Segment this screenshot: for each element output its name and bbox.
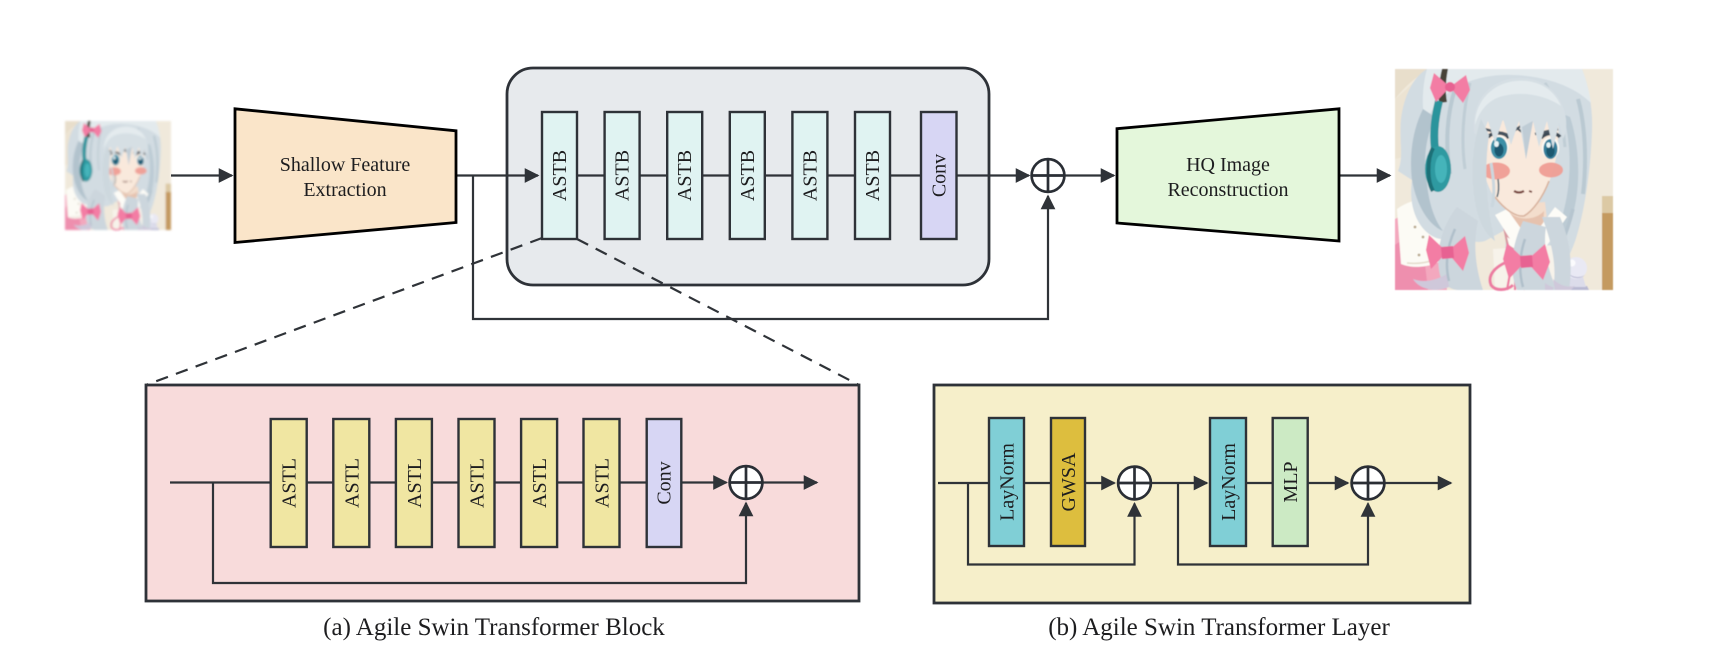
svg-text:LayNorm: LayNorm — [1218, 443, 1240, 521]
svg-text:Shallow Feature: Shallow Feature — [280, 154, 411, 176]
svg-text:HQ Image: HQ Image — [1186, 154, 1270, 176]
svg-text:(b) Agile Swin Transformer Lay: (b) Agile Swin Transformer Layer — [1048, 614, 1390, 641]
svg-text:MLP: MLP — [1280, 461, 1302, 502]
svg-text:ASTB: ASTB — [674, 150, 696, 201]
svg-text:ASTB: ASTB — [549, 150, 571, 201]
svg-text:Extraction: Extraction — [303, 179, 386, 201]
svg-text:ASTB: ASTB — [737, 150, 759, 201]
svg-text:GWSA: GWSA — [1058, 452, 1080, 511]
svg-text:LayNorm: LayNorm — [997, 443, 1019, 521]
svg-text:ASTB: ASTB — [612, 150, 634, 201]
svg-text:ASTL: ASTL — [467, 458, 489, 508]
svg-text:ASTL: ASTL — [592, 458, 614, 508]
svg-text:(a) Agile Swin Transformer Blo: (a) Agile Swin Transformer Block — [323, 614, 665, 641]
svg-text:ASTB: ASTB — [799, 150, 821, 201]
svg-text:ASTB: ASTB — [862, 150, 884, 201]
svg-text:ASTL: ASTL — [279, 458, 301, 508]
svg-text:Reconstruction: Reconstruction — [1167, 179, 1288, 201]
svg-text:ASTL: ASTL — [529, 458, 551, 508]
svg-text:ASTL: ASTL — [404, 458, 426, 508]
svg-text:Conv: Conv — [929, 154, 951, 197]
svg-text:ASTL: ASTL — [341, 458, 363, 508]
svg-text:Conv: Conv — [654, 461, 676, 504]
